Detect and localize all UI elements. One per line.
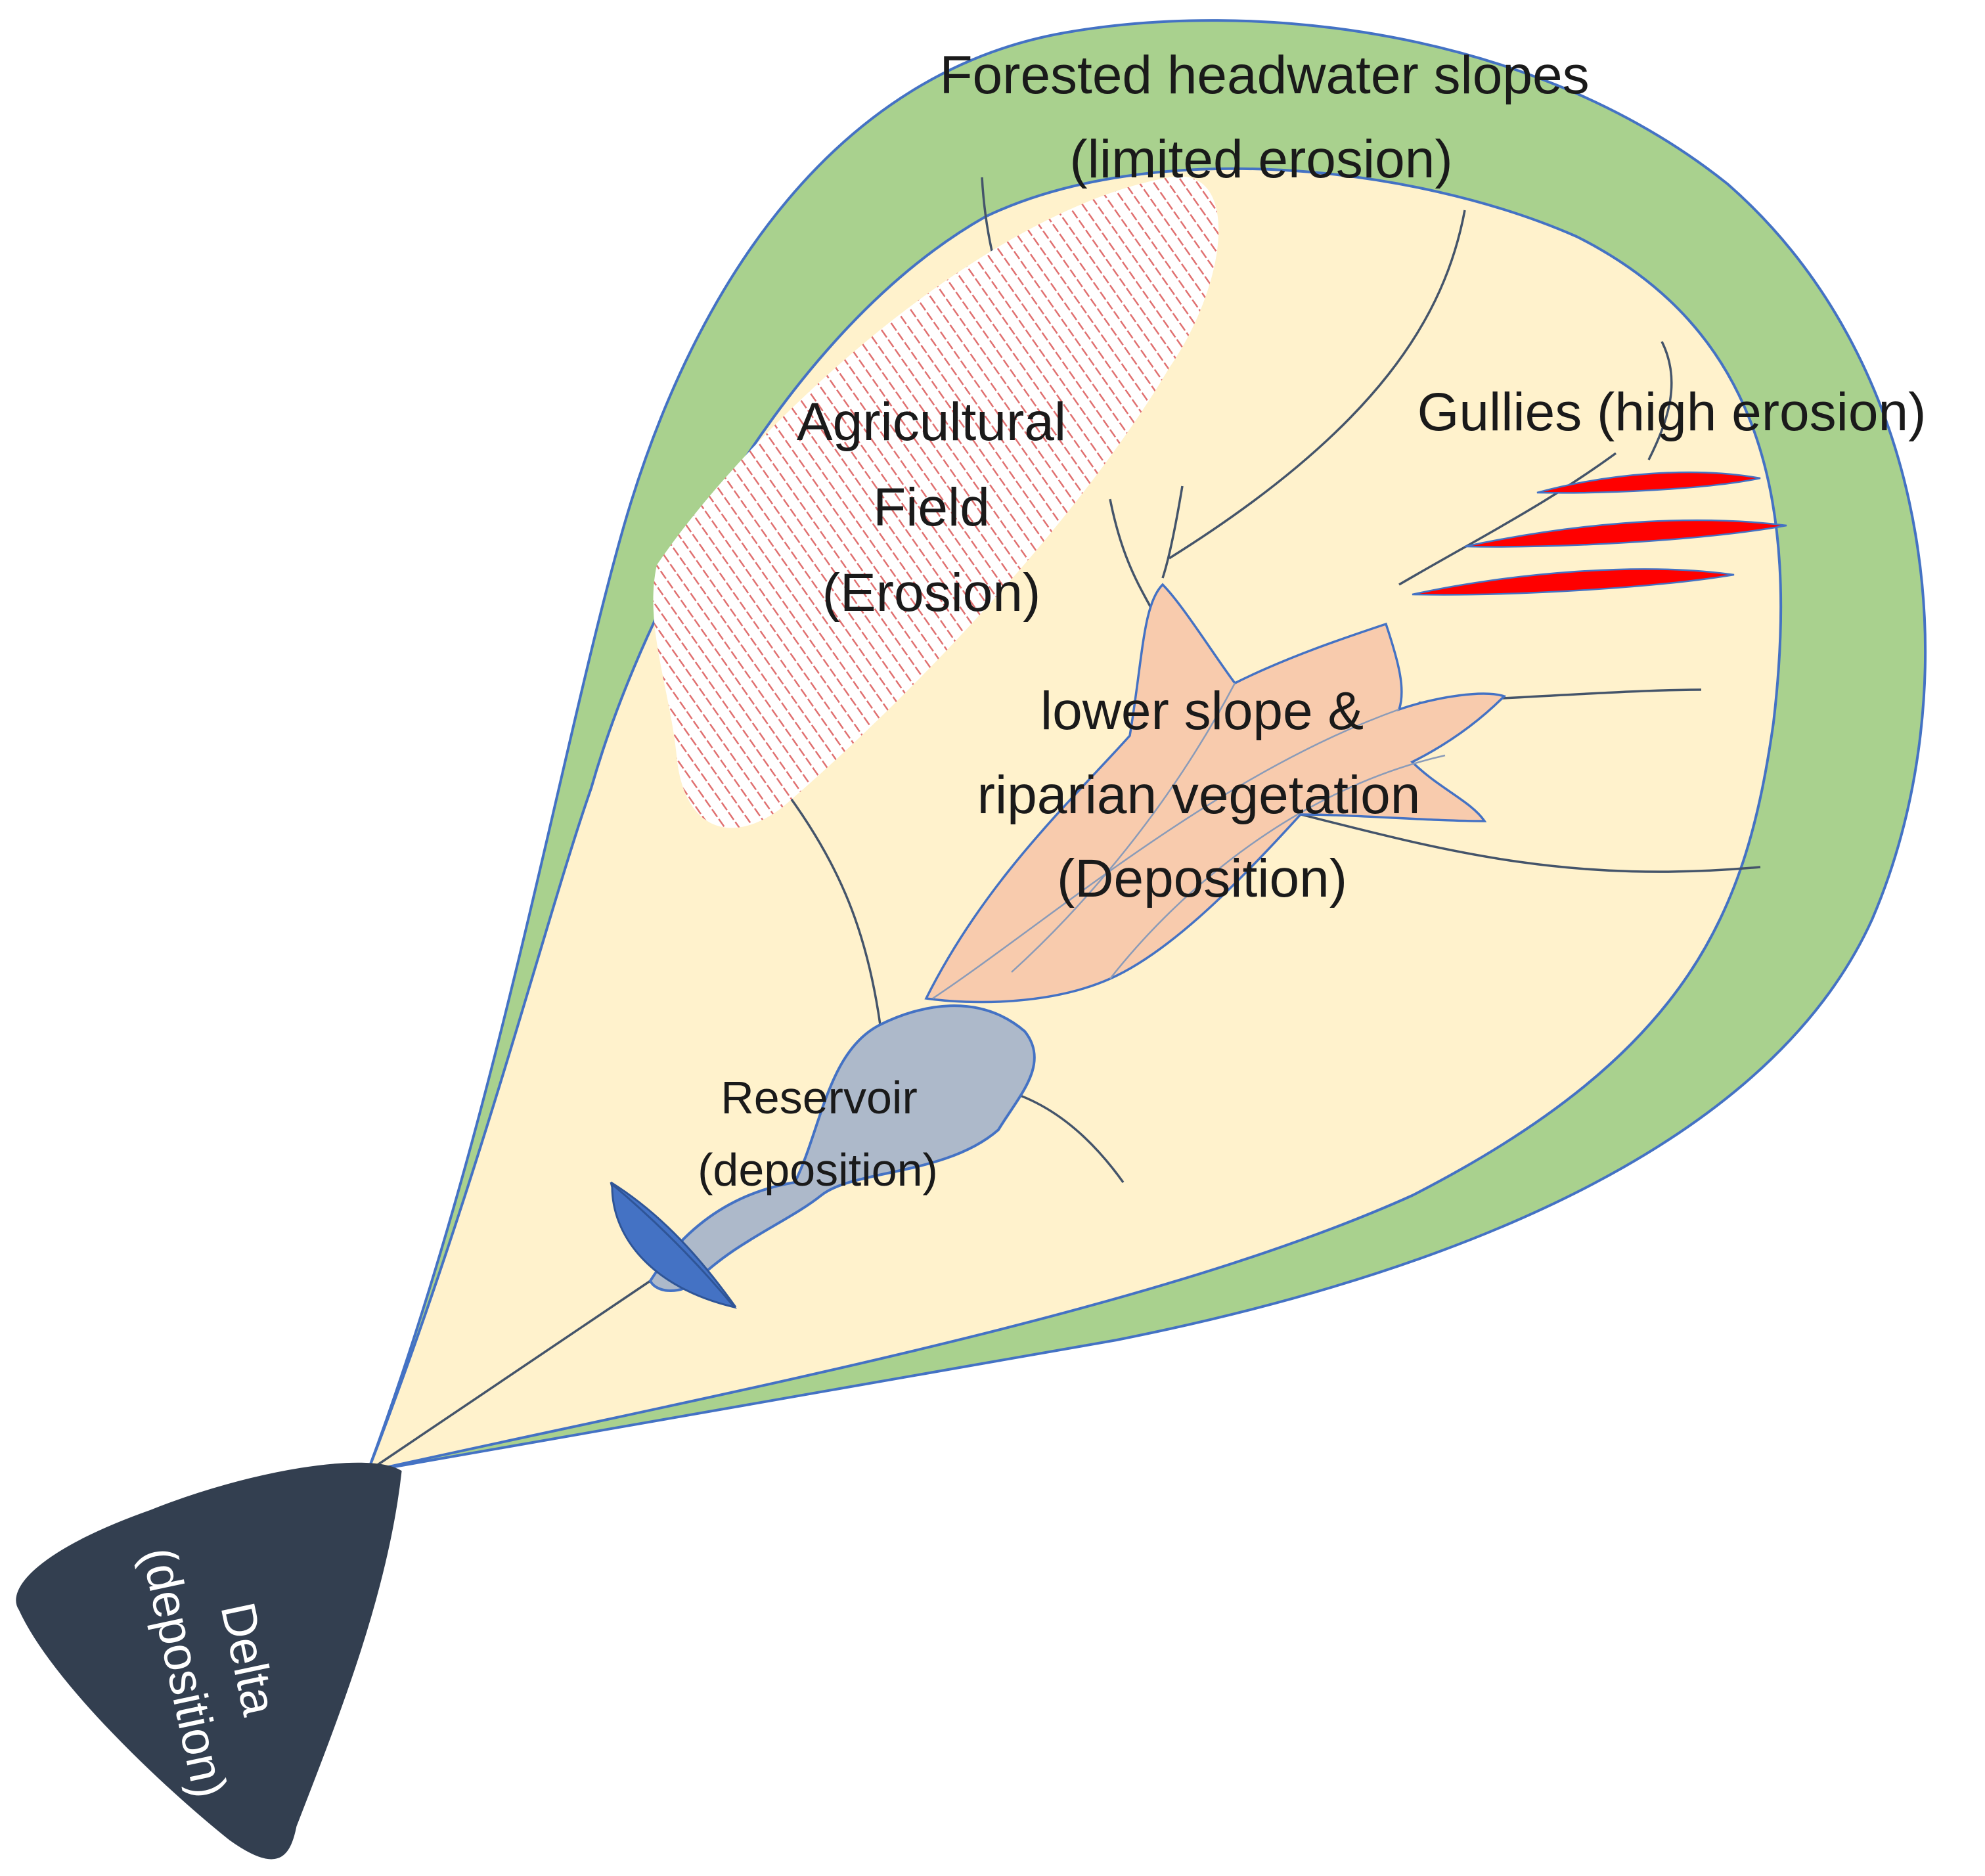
- lower-slope-riparian: [924, 583, 1507, 1004]
- label-agri-line1: Agricultural: [797, 392, 1066, 452]
- stream-main: [367, 1280, 651, 1473]
- gully-2: [1464, 519, 1787, 548]
- label-agri-line3: (Erosion): [822, 563, 1041, 623]
- label-lower-line1: lower slope &: [1040, 681, 1364, 741]
- stream-agri: [787, 793, 881, 1025]
- label-reservoir-line1: Reservoir: [721, 1072, 918, 1123]
- label-reservoir-line2: (deposition): [698, 1144, 938, 1195]
- delta: [16, 1462, 402, 1860]
- label-agri-line2: Field: [873, 478, 990, 537]
- dam-body: [611, 1182, 738, 1309]
- gully-3: [1412, 568, 1735, 596]
- label-lower-line2: riparian vegetation: [977, 765, 1421, 825]
- stream-network: [367, 177, 1761, 1473]
- stream-gully-top: [1647, 341, 1673, 460]
- stream-headwater-right: [1169, 210, 1466, 560]
- stream-center: [1161, 485, 1184, 579]
- stream-reservoir: [1004, 1089, 1125, 1184]
- gullies: [1412, 471, 1787, 596]
- stream-southeast: [1247, 800, 1761, 873]
- stream-gully: [1398, 452, 1617, 586]
- gully-1: [1536, 471, 1761, 494]
- label-forested-line2: (limited erosion): [1069, 129, 1452, 189]
- reservoir: [648, 1004, 1036, 1292]
- label-forested-line1: Forested headwater slopes: [939, 45, 1589, 105]
- label-lower-line3: (Deposition): [1057, 849, 1347, 908]
- label-gullies: Gullies (high erosion): [1417, 382, 1927, 442]
- riparian-inner-streams: [932, 682, 1446, 1000]
- agricultural-field: [653, 176, 1219, 828]
